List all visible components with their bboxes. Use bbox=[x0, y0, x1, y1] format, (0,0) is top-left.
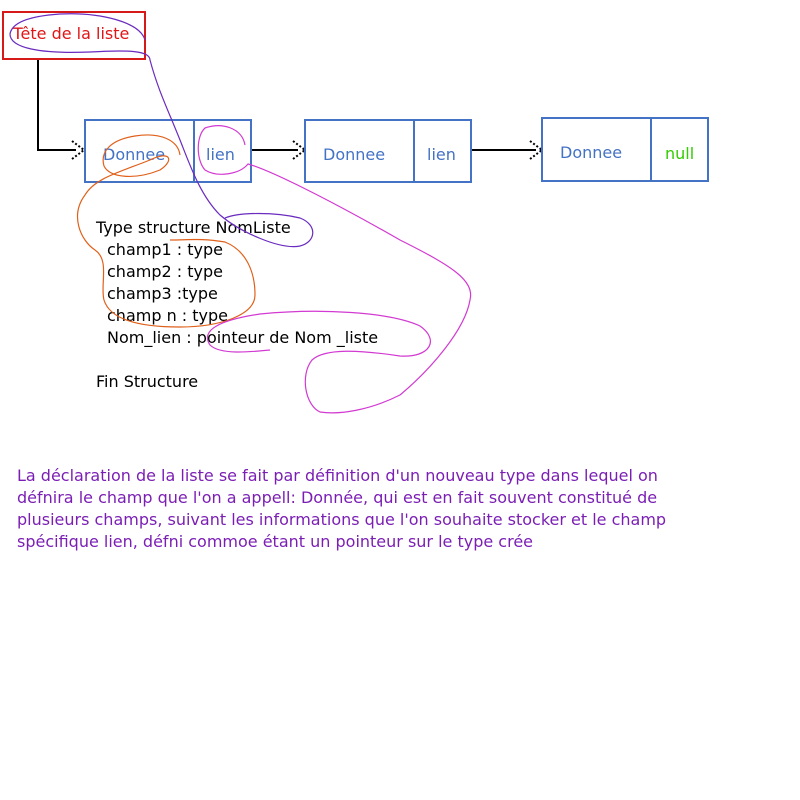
structure-field-1: champ1 : type bbox=[107, 240, 223, 259]
annotation-orange-loop bbox=[76, 134, 256, 328]
description-line: spécifique lien, défni commoe étant un p… bbox=[17, 532, 534, 551]
list-head-box bbox=[2, 11, 146, 60]
structure-field-2: champ2 : type bbox=[107, 262, 223, 281]
list-node-1 bbox=[84, 119, 252, 183]
node-1-data-label: Donnee bbox=[103, 145, 166, 164]
structure-field-5: Nom_lien : pointeur de Nom _liste bbox=[107, 328, 379, 347]
annotation-magenta-loop bbox=[197, 125, 472, 414]
description-line: plusieurs champs, suivant les informatio… bbox=[17, 510, 667, 529]
list-head-label: Tête de la liste bbox=[13, 24, 130, 43]
description-paragraph: La déclaration de la liste se fait par d… bbox=[17, 465, 787, 553]
arrowhead-2 bbox=[292, 140, 307, 160]
arrowhead-1 bbox=[71, 140, 86, 160]
node-2-data-label: Donnee bbox=[323, 145, 386, 164]
structure-footer: Fin Structure bbox=[96, 372, 199, 391]
node-divider bbox=[193, 121, 195, 181]
annotation-purple-loop bbox=[9, 13, 314, 248]
node-divider bbox=[413, 121, 415, 181]
arrowhead-3 bbox=[529, 140, 544, 160]
description-line: La déclaration de la liste se fait par d… bbox=[17, 466, 658, 485]
head-pointer-line bbox=[37, 60, 76, 151]
node-3-data-label: Donnee bbox=[560, 143, 623, 162]
description-line: défnira le champ que l'on a appell: Donn… bbox=[17, 488, 658, 507]
node-2-link-label: lien bbox=[427, 145, 456, 164]
structure-field-4: champ n : type bbox=[107, 306, 229, 325]
structure-field-3: champ3 :type bbox=[107, 284, 218, 303]
node-divider bbox=[650, 119, 652, 180]
list-node-2 bbox=[304, 119, 472, 183]
list-node-3 bbox=[541, 117, 709, 182]
structure-header: Type structure NomListe bbox=[96, 218, 291, 237]
node-3-null-label: null bbox=[665, 144, 695, 163]
node-1-link-label: lien bbox=[206, 145, 235, 164]
